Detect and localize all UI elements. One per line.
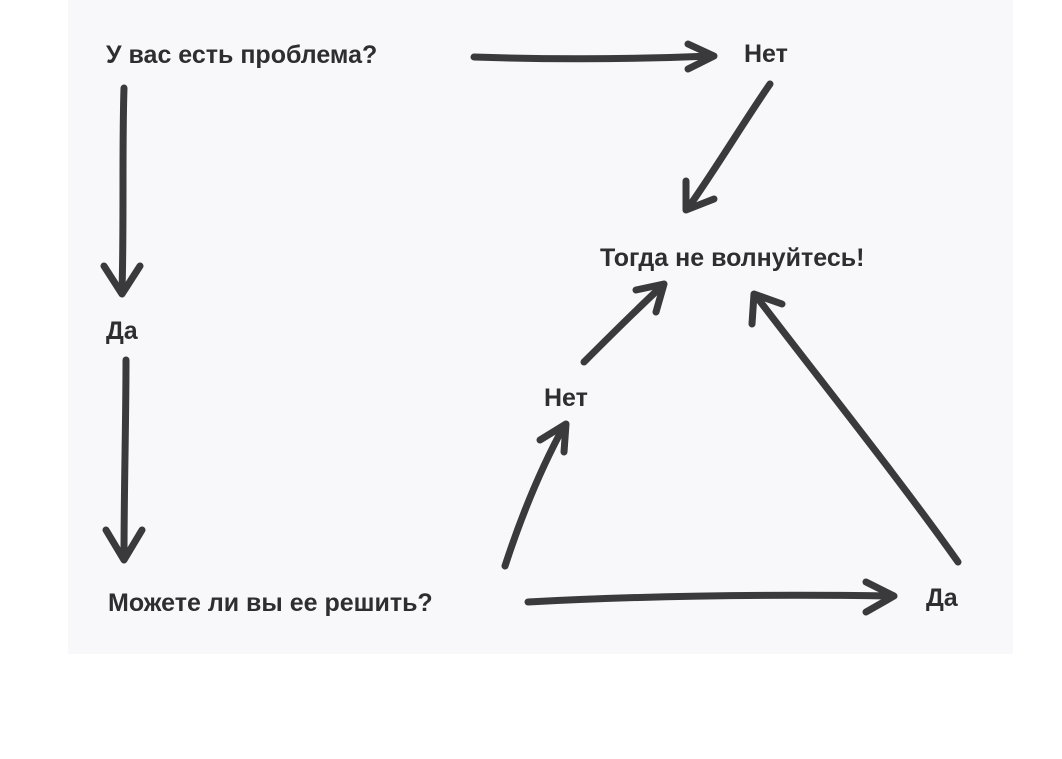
- question-can-solve: Можете ли вы ее решить?: [108, 589, 433, 617]
- arrow-yes-to-solve: [102, 356, 146, 564]
- conclusion-dont-worry: Тогда не волнуйтесь!: [600, 244, 865, 272]
- answer-yes-left: Да: [106, 317, 138, 345]
- answer-yes-bottom: Да: [926, 584, 958, 612]
- answer-no-top: Нет: [744, 40, 788, 68]
- arrow-solve-to-yes: [524, 578, 898, 616]
- arrow-no-to-conclusion: [682, 80, 774, 214]
- answer-no-middle: Нет: [544, 384, 588, 412]
- paper-background: [68, 0, 1013, 654]
- arrow-problem-to-yes: [100, 84, 144, 298]
- arrow-yes-to-conclusion: [748, 290, 962, 566]
- arrow-no-to-conclusion-2: [580, 280, 668, 366]
- question-have-problem: У вас есть проблема?: [106, 41, 378, 69]
- arrow-solve-to-no: [501, 420, 570, 570]
- arrow-problem-to-no: [470, 40, 718, 73]
